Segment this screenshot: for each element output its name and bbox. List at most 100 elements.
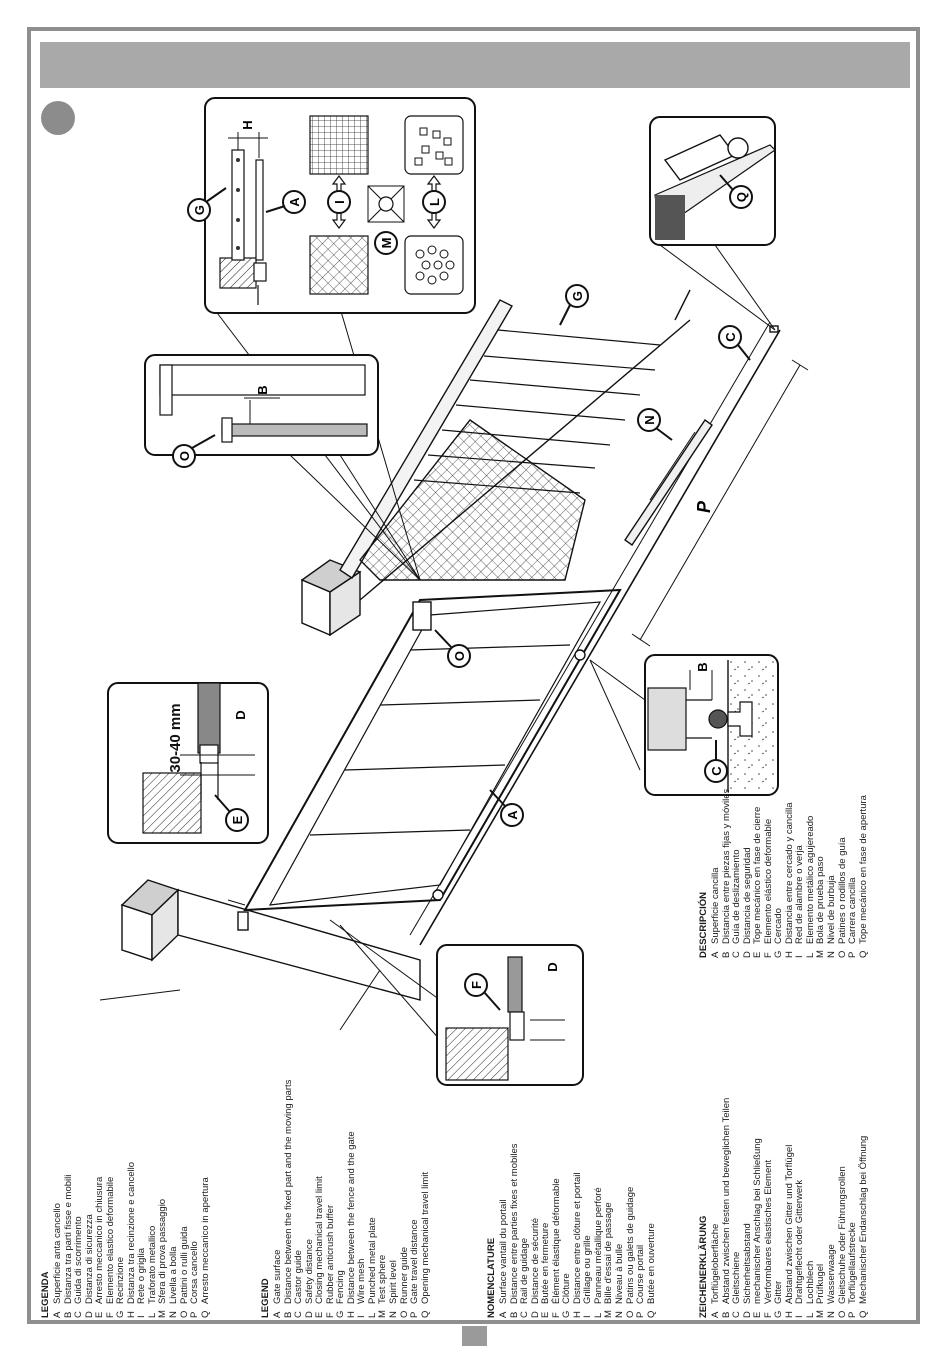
gate-main-drawing <box>99 244 809 1041</box>
legend-text: Butée en ouverture <box>645 1223 657 1304</box>
gate-leaf <box>243 588 622 912</box>
legend-key: Q <box>199 1310 211 1318</box>
svg-text:O: O <box>452 651 467 661</box>
slide-track <box>419 329 781 946</box>
page-number-tab <box>462 1326 487 1346</box>
legend-title: ZEICHENERKLÄRUNG <box>698 1215 709 1318</box>
callout-o-mid: O <box>434 629 471 668</box>
wire-mesh-sample-2 <box>309 235 369 295</box>
callout-e: E <box>214 794 249 832</box>
legend-key: A <box>272 1311 283 1318</box>
inset-runner-guide <box>144 354 379 456</box>
runner-guide <box>412 601 432 631</box>
header-bar <box>40 42 910 88</box>
svg-text:F: F <box>469 981 484 989</box>
callout-line-c <box>589 659 646 701</box>
legend-item: A Gate surface <box>272 1080 284 1318</box>
legend-key: A <box>710 951 721 958</box>
callout-o-top: O <box>172 434 216 468</box>
legend-key: N <box>168 1311 180 1318</box>
legend-text: Arresto meccanico in apertura <box>199 1177 211 1304</box>
legend-text: Surface vantail du portail <box>498 1199 509 1304</box>
callout-c-ground: C <box>704 740 728 783</box>
pillar-right-side <box>329 570 361 637</box>
legend-text: Mechanischer Endanschlag bei Öffnung <box>857 1135 869 1304</box>
legend-key: Q <box>645 1310 657 1318</box>
svg-text:D: D <box>545 962 560 971</box>
svg-text:C: C <box>709 766 724 776</box>
svg-text:A: A <box>287 197 302 207</box>
legend-text: Niveau à bulle <box>614 1243 626 1304</box>
gear-rack-teeth <box>649 431 696 501</box>
callout-a-top: A <box>265 190 306 214</box>
svg-text:B: B <box>255 385 270 394</box>
section-marker-dot <box>41 101 75 135</box>
ground-line <box>99 989 181 1001</box>
legend-text: Nivel de burbuja <box>826 875 838 944</box>
callout-d-closing: D <box>233 710 248 719</box>
dimension-text: 30-40 mm <box>167 703 184 772</box>
post-hatched-2 <box>142 772 202 834</box>
legend-text: Opening mechanical travel limit <box>419 1171 431 1304</box>
legend-key: N <box>826 951 838 958</box>
gear-rack <box>624 419 713 546</box>
test-sphere <box>378 196 394 212</box>
legend-item: Q Arresto meccanico in apertura <box>199 1162 212 1318</box>
wire-mesh-panel <box>359 419 586 581</box>
wire-mesh-sample <box>309 115 369 175</box>
legend-key: N <box>614 1311 626 1318</box>
fence-end-line <box>674 289 691 321</box>
callout-b-top: B <box>255 385 270 394</box>
svg-text:C: C <box>723 332 738 342</box>
legend-key: Q <box>857 1310 869 1318</box>
svg-text:G: G <box>192 205 207 215</box>
gate-leaf-panels <box>309 644 571 836</box>
rubber-buffer <box>509 1011 525 1041</box>
svg-text:B: B <box>695 662 710 671</box>
gate-leaf-inner-frame <box>268 601 602 906</box>
legend-title: NOMENCLATURE <box>486 1237 497 1318</box>
callout-line-f <box>329 919 441 1001</box>
svg-text:E: E <box>230 815 245 824</box>
callout-d-buffer: D <box>545 962 560 971</box>
svg-text:O: O <box>177 451 192 461</box>
gate-profile <box>647 687 687 751</box>
ground-line-2 <box>339 969 381 1031</box>
callout-a-gate: A <box>489 789 524 827</box>
gate-wheel-left <box>432 889 444 901</box>
inset-closing-stop: 30-40 mm <box>107 682 269 844</box>
legend-key: A <box>710 1311 721 1318</box>
callout-line-e <box>227 899 246 906</box>
callout-g-top: G <box>187 187 227 222</box>
svg-text:Q: Q <box>734 192 749 202</box>
castor-wheel <box>708 709 728 729</box>
svg-text:N: N <box>642 415 657 424</box>
legend-text: Superficie cancilla <box>710 867 721 944</box>
legend-text: Wasserwaage <box>826 1244 838 1304</box>
fence-top-rail <box>339 299 513 579</box>
svg-text:I: I <box>332 200 347 204</box>
callout-i: I <box>327 190 351 214</box>
legend-title: LEGENDA <box>40 1271 51 1318</box>
legend-text: Superficie anta cancello <box>52 1203 63 1304</box>
legend-text: Torflügeloberfläche <box>710 1223 721 1304</box>
legend-item: N Wasserwaage <box>826 1098 838 1318</box>
gate-bar <box>255 159 264 261</box>
legend-text: Gate surface <box>272 1249 283 1304</box>
legend-key: N <box>826 1311 838 1318</box>
callout-h: H <box>240 120 255 129</box>
legend-text: Tope mecánico en fase de apertura <box>857 795 869 944</box>
legend-key: Q <box>419 1310 431 1318</box>
legend-item: N Niveau à bulle <box>614 1143 626 1318</box>
legend-item: N Nivel de burbuja <box>826 789 838 958</box>
svg-text:P: P <box>694 500 714 513</box>
